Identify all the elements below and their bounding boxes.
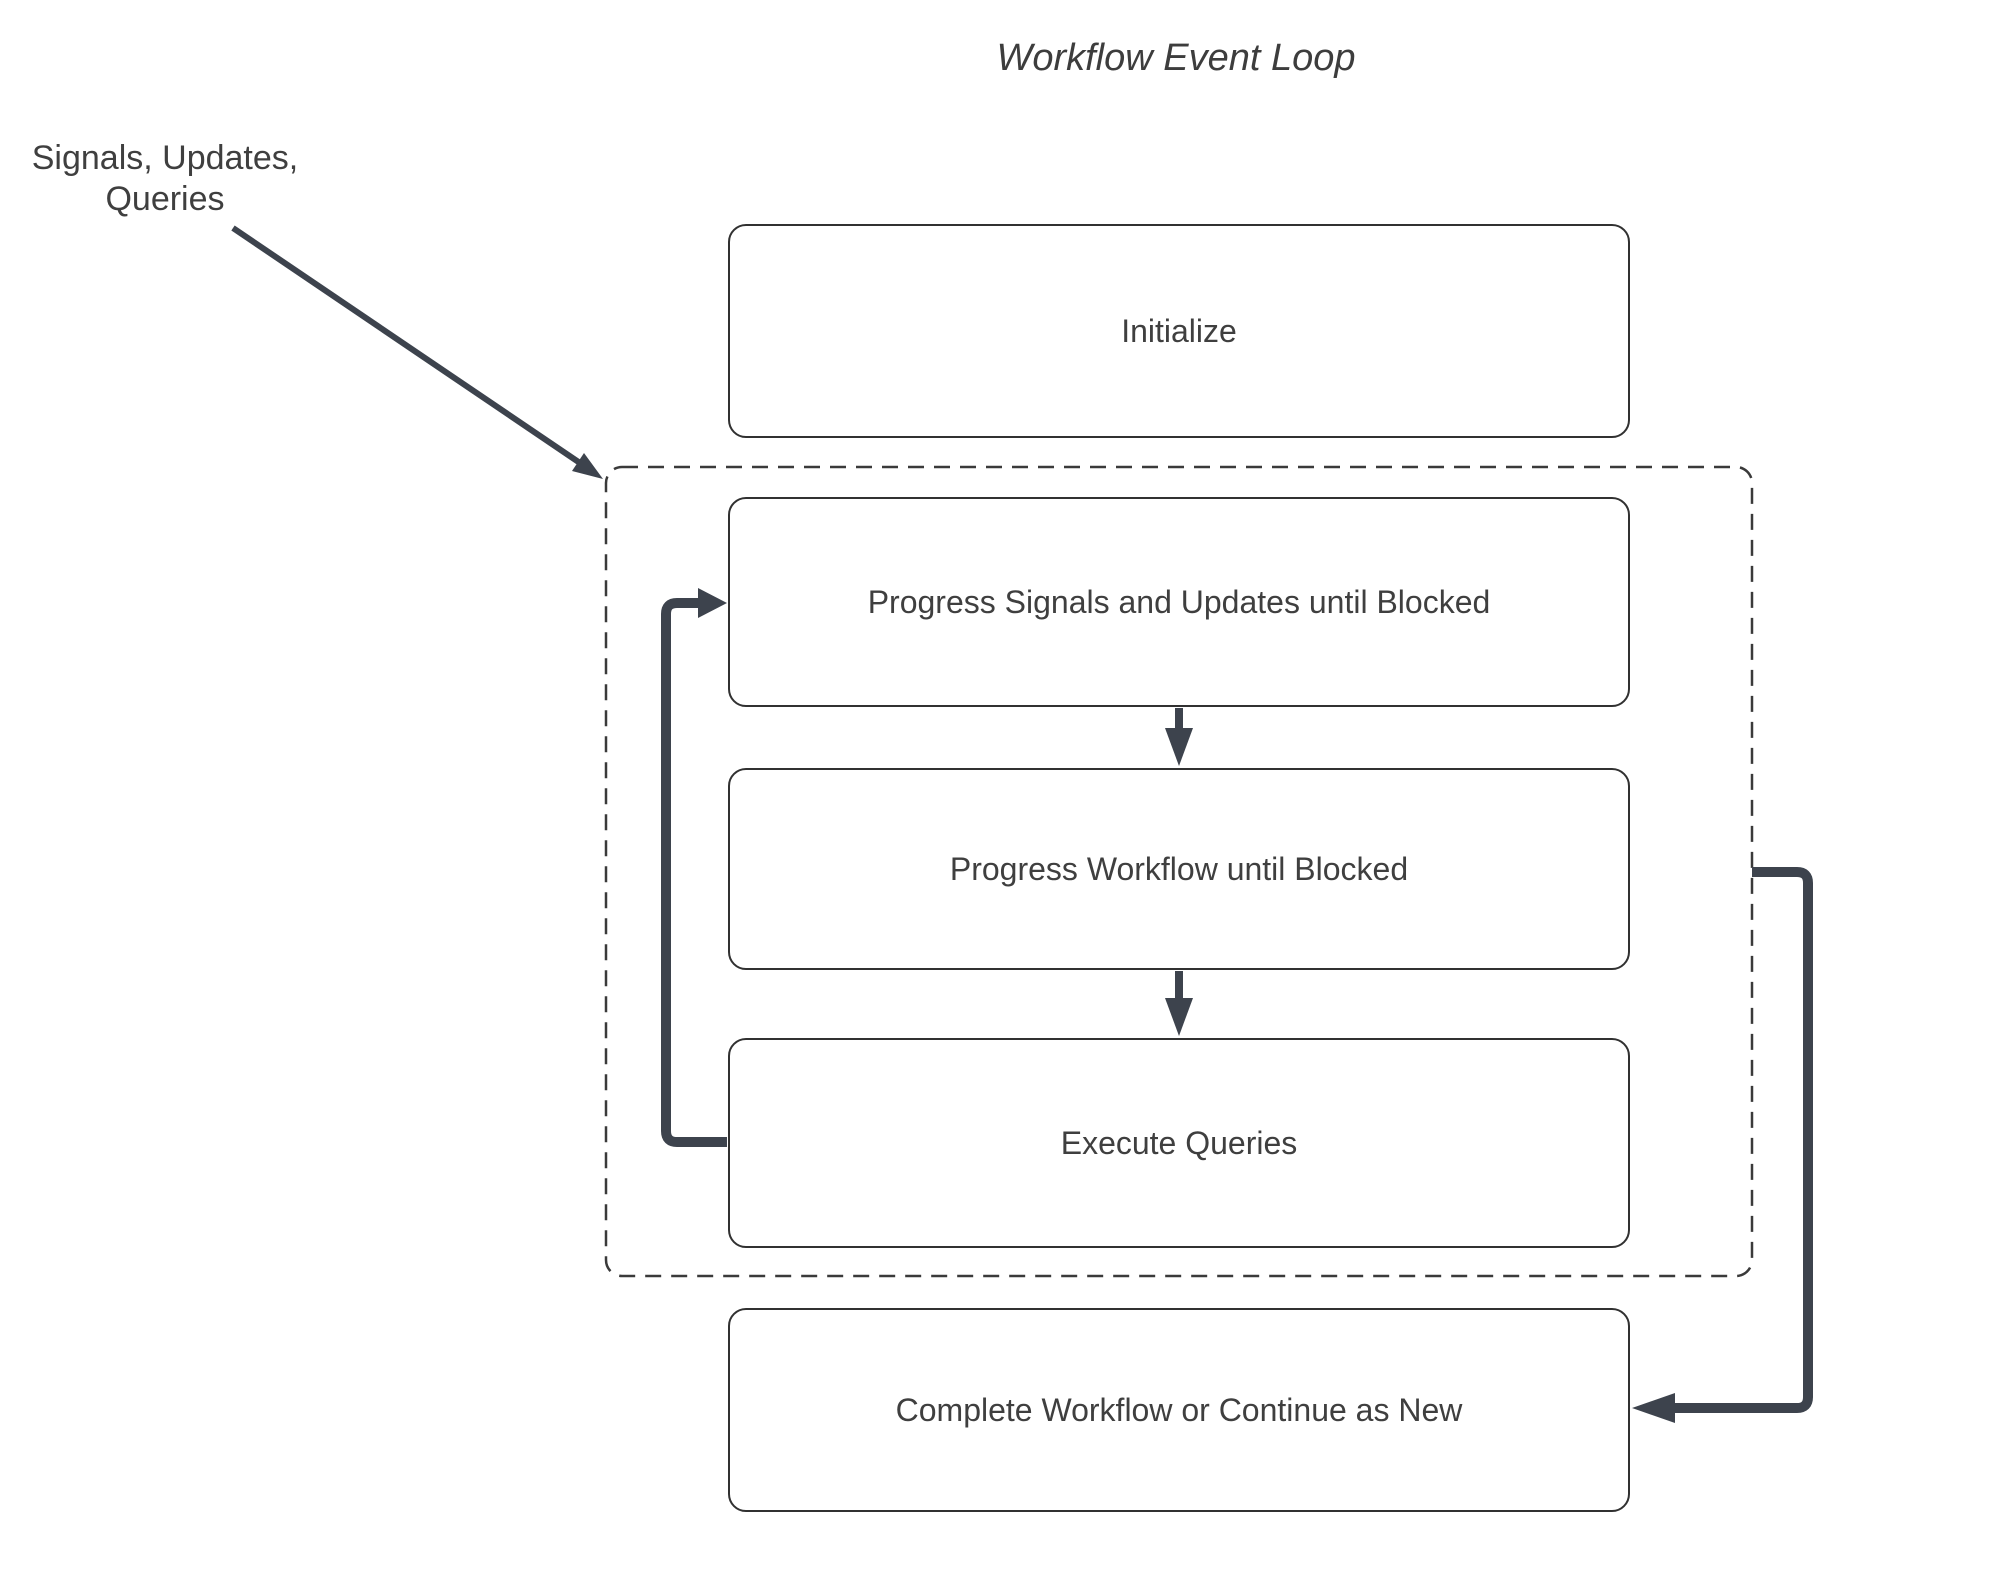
node-initialize: Initialize: [728, 224, 1630, 438]
node-complete: Complete Workflow or Continue as New: [728, 1308, 1630, 1512]
node-execute-queries: Execute Queries: [728, 1038, 1630, 1248]
loop-exit-arrow-head: [1632, 1393, 1675, 1423]
loop-exit-arrow-line: [1673, 867, 1813, 1413]
diagram-title: Workflow Event Loop: [996, 37, 1356, 79]
node-progress-workflow-label: Progress Workflow until Blocked: [949, 850, 1409, 887]
external-input-label: Signals, Updates, Queries: [31, 139, 299, 218]
node-progress-workflow: Progress Workflow until Blocked: [728, 768, 1630, 970]
down-arrow-1-head: [1165, 728, 1193, 766]
down-arrow-2-head: [1165, 998, 1193, 1036]
node-complete-label: Complete Workflow or Continue as New: [895, 1391, 1463, 1428]
signals-arrow-head: [572, 453, 603, 479]
node-initialize-label: Initialize: [1121, 312, 1237, 349]
node-progress-signals: Progress Signals and Updates until Block…: [728, 497, 1630, 707]
node-progress-signals-label: Progress Signals and Updates until Block…: [867, 583, 1491, 620]
node-execute-queries-label: Execute Queries: [1060, 1124, 1298, 1161]
loop-back-arrow-line: [661, 598, 727, 1147]
loop-back-arrow-head: [698, 588, 727, 618]
signals-arrow-line: [231, 225, 582, 466]
event-loop-dashed-container: [604, 465, 1754, 1278]
